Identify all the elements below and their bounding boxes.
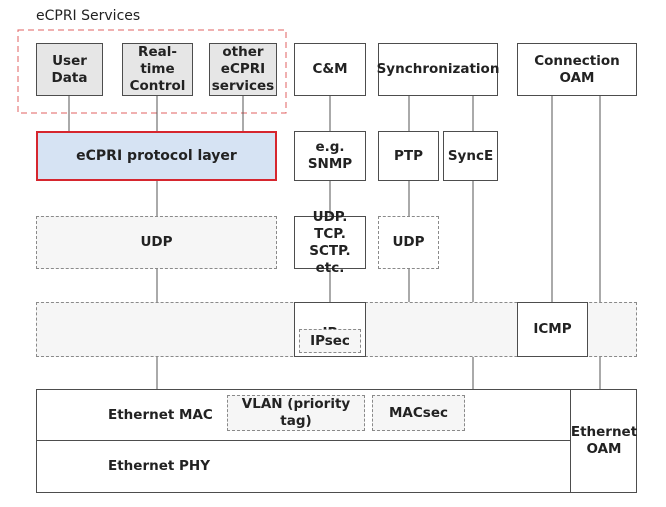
ptp-box: PTP	[378, 131, 439, 181]
snmp-box: e.g. SNMP	[294, 131, 366, 181]
other-services-box: other eCPRI services	[209, 43, 277, 96]
connection-oam-box: Connection OAM	[517, 43, 637, 96]
vlan-box: VLAN (priority tag)	[227, 395, 365, 431]
ethernet-oam-box: Ethernet OAM	[570, 424, 638, 457]
synchronization-box: Synchronization	[377, 43, 499, 96]
oam-divider	[570, 389, 571, 493]
macsec-box: MACsec	[372, 395, 465, 431]
sync-udp-box: UDP	[378, 216, 439, 269]
synce-box: SyncE	[443, 131, 498, 181]
udp-tcp-sctp-box: UDP. TCP. SCTP. etc.	[294, 209, 366, 276]
mac-phy-divider	[36, 440, 571, 441]
ecpri-services-group	[17, 29, 287, 114]
ipsec-box: IPsec	[299, 329, 361, 353]
user-data-box: User Data	[36, 43, 103, 96]
cm-box: C&M	[294, 43, 366, 96]
ecpri-protocol-layer-box: eCPRI protocol layer	[36, 131, 277, 181]
ecpri-services-title: eCPRI Services	[36, 8, 141, 24]
ip-box: IP IPsec	[294, 302, 366, 357]
ethernet-phy-label: Ethernet PHY	[108, 458, 210, 474]
realtime-control-box: Real-time Control	[122, 43, 193, 96]
ethernet-mac-label: Ethernet MAC	[108, 407, 213, 423]
icmp-box: ICMP	[517, 302, 588, 357]
udp-box: UDP	[36, 216, 277, 269]
